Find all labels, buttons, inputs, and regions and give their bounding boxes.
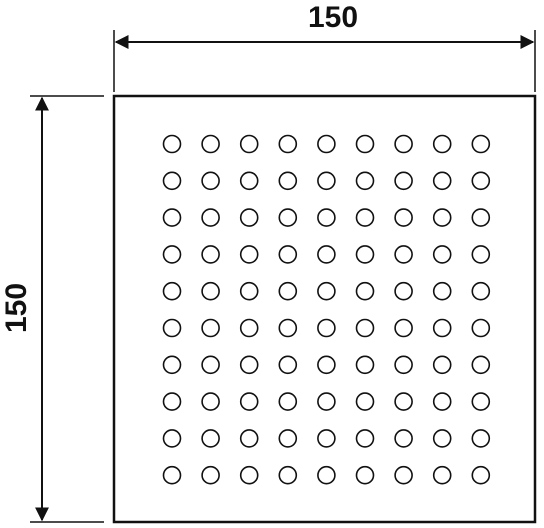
height-dimension: 150 (0, 95, 104, 523)
hole (471, 465, 491, 485)
hole-grid (162, 134, 491, 485)
hole (471, 429, 491, 448)
hole (278, 171, 298, 191)
hole (471, 355, 491, 375)
hole (355, 245, 375, 264)
hole (317, 465, 336, 485)
hole (239, 245, 259, 264)
hole (162, 318, 182, 338)
hole (239, 355, 259, 375)
hole (162, 208, 182, 227)
hole (394, 355, 413, 375)
hole (201, 208, 220, 227)
hole (162, 171, 182, 191)
hole (355, 208, 375, 227)
hole (239, 465, 259, 485)
hole (355, 392, 375, 411)
hole (317, 171, 336, 191)
hole (317, 245, 336, 264)
hole (432, 465, 452, 485)
hole (201, 171, 220, 191)
hole (394, 429, 413, 448)
hole (471, 245, 491, 264)
hole (432, 208, 452, 227)
hole (278, 392, 298, 411)
hole (432, 134, 452, 154)
hole (162, 429, 182, 448)
hole (201, 318, 220, 338)
hole (394, 208, 413, 227)
hole (317, 355, 336, 375)
hole (432, 281, 452, 301)
hole (317, 208, 336, 227)
hole (394, 171, 413, 191)
hole (432, 392, 452, 411)
hole (355, 171, 375, 191)
hole (355, 134, 375, 154)
hole (432, 429, 452, 448)
hole (432, 245, 452, 264)
hole (317, 134, 336, 154)
hole (201, 134, 220, 154)
hole (432, 318, 452, 338)
hole (394, 134, 413, 154)
hole (278, 318, 298, 338)
hole (278, 245, 298, 264)
hole (201, 355, 220, 375)
hole (471, 281, 491, 301)
hole (355, 281, 375, 301)
hole (278, 429, 298, 448)
hole (239, 318, 259, 338)
hole (432, 171, 452, 191)
hole (162, 355, 182, 375)
hole (471, 134, 491, 154)
plate-outline (112, 94, 537, 524)
hole (432, 355, 452, 375)
hole (239, 208, 259, 227)
hole (239, 429, 259, 448)
hole (394, 465, 413, 485)
hole (355, 465, 375, 485)
hole (201, 281, 220, 301)
hole (394, 245, 413, 264)
hole (278, 465, 298, 485)
width-label: 150 (308, 1, 358, 34)
hole (355, 355, 375, 375)
hole (162, 281, 182, 301)
width-dimension: 150 (113, 1, 536, 92)
hole (317, 318, 336, 338)
hole (239, 281, 259, 301)
hole (201, 392, 220, 411)
hole (162, 465, 182, 485)
hole (201, 429, 220, 448)
hole (162, 392, 182, 411)
hole (471, 318, 491, 338)
hole (471, 208, 491, 227)
hole (394, 392, 413, 411)
hole (201, 245, 220, 264)
hole (471, 171, 491, 191)
hole (239, 134, 259, 154)
hole (355, 429, 375, 448)
hole (201, 465, 220, 485)
hole (239, 171, 259, 191)
hole (317, 392, 336, 411)
hole (239, 392, 259, 411)
hole (317, 429, 336, 448)
hole (278, 208, 298, 227)
hole (394, 318, 413, 338)
hole (278, 134, 298, 154)
height-label: 150 (0, 283, 33, 333)
hole (471, 392, 491, 411)
hole (355, 318, 375, 338)
hole (162, 134, 182, 154)
hole (162, 245, 182, 264)
hole (278, 281, 298, 301)
hole (278, 355, 298, 375)
hole (394, 281, 413, 301)
hole (317, 281, 336, 301)
